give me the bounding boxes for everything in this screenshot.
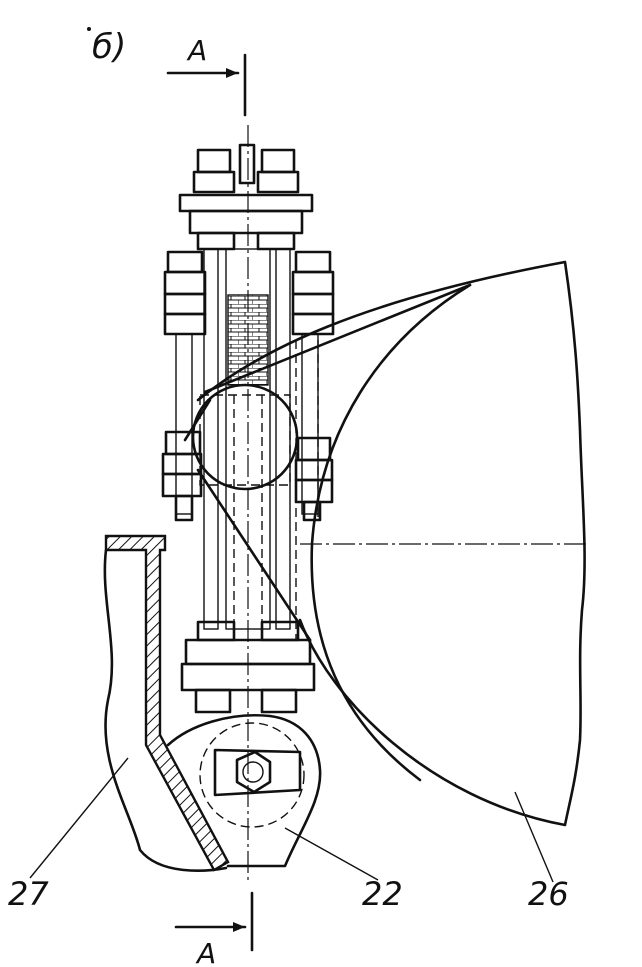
part-26-sector <box>196 260 586 827</box>
leader-22 <box>284 827 379 881</box>
leader-27 <box>29 757 129 879</box>
view-label: б) <box>92 27 126 67</box>
leader-26 <box>514 791 554 883</box>
part-27-plate <box>103 534 230 872</box>
section-top-label: А <box>186 34 207 67</box>
view-label-dot <box>87 27 91 31</box>
section-bottom-label: А <box>195 937 216 967</box>
section-marker-top: А <box>166 34 247 117</box>
section-marker-bottom: А <box>174 891 254 967</box>
part-22-cam <box>166 714 322 868</box>
callout-22: 22 <box>362 875 403 913</box>
callout-26: 26 <box>528 875 569 913</box>
callout-27: 27 <box>8 875 49 913</box>
mechanism-assembly <box>161 143 472 714</box>
